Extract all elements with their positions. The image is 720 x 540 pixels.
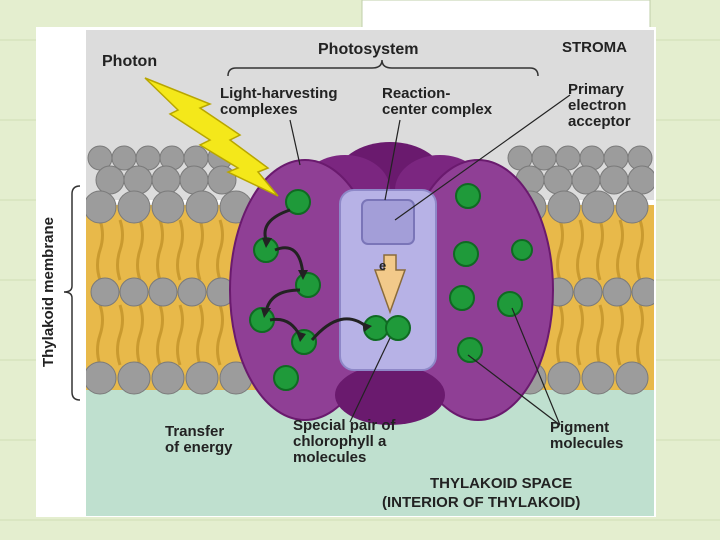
stroma-label: STROMA: [562, 39, 627, 56]
interior-label: (INTERIOR OF THYLAKOID): [382, 494, 581, 511]
light-harvesting-label: Light-harvesting complexes: [220, 85, 338, 118]
reaction-center-label: Reaction- center complex: [382, 85, 493, 118]
pigment-label: Pigment molecules: [550, 419, 624, 452]
primary-electron-acceptor: [361, 199, 415, 245]
photon-bolt: [144, 77, 279, 197]
pointer-lines: [289, 94, 571, 426]
thylakoid-space-label: THYLAKOID SPACE: [430, 475, 573, 492]
electron-arrow: [373, 254, 407, 315]
arrowheads: [261, 238, 372, 342]
primary-acceptor-label: Primary electron acceptor: [568, 81, 631, 130]
special-pair-label: Special pair of chlorophyll a molecules: [293, 417, 396, 466]
photosystem-label: Photosystem: [318, 41, 419, 58]
thylakoid-membrane-label-box: Thylakoid membrane: [40, 207, 66, 377]
photosystem-bracket: [227, 59, 539, 77]
photon-label: Photon: [102, 53, 158, 70]
thylakoid-membrane-label: Thylakoid membrane: [40, 217, 57, 367]
electron-label: e: [379, 258, 387, 273]
transfer-energy-label: Transfer of energy: [165, 423, 233, 456]
photosystem-complex: [229, 142, 554, 425]
lipid-heads: [86, 145, 654, 395]
pigment-molecules: [249, 183, 533, 391]
